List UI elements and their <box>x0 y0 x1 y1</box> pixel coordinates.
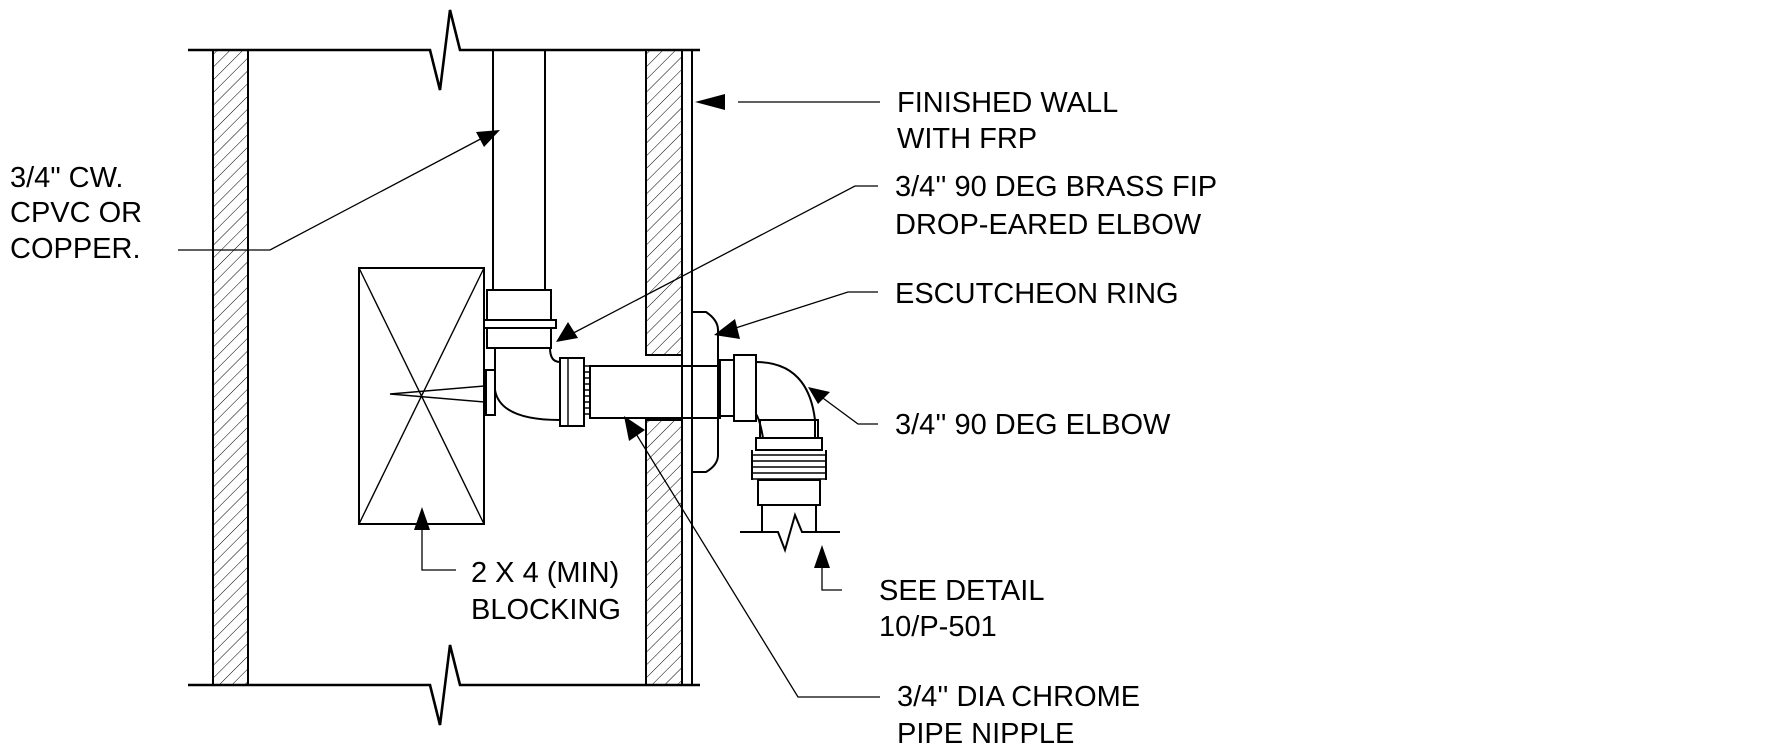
label-elbow: 3/4'' 90 DEG ELBOW <box>895 409 1171 441</box>
label-nipple: 3/4'' DIA CHROME PIPE NIPPLE <box>897 681 1148 750</box>
label-finished-wall: FINISHED WALL WITH FRP <box>897 87 1125 155</box>
brass-elbow <box>483 289 585 427</box>
label-see-detail: SEE DETAIL 10/P-501 <box>879 575 1051 643</box>
blocking <box>358 267 485 525</box>
bottom-break-line <box>188 644 700 726</box>
leader-nipple <box>624 416 880 698</box>
label-supply: 3/4" CW. CPVC OR COPPER. <box>10 162 150 265</box>
supply-pipe <box>492 50 546 290</box>
pipe-nipple <box>584 365 721 419</box>
escutcheon-ring <box>692 311 719 473</box>
right-stud <box>645 49 683 686</box>
leader-blocking <box>414 507 456 571</box>
leader-elbow <box>808 387 878 425</box>
flex-connector <box>740 450 840 554</box>
leader-finished-wall <box>695 94 880 110</box>
label-blocking: 2 X 4 (MIN) BLOCKING <box>471 557 627 626</box>
chrome-elbow <box>719 354 823 451</box>
finished-wall <box>681 50 693 685</box>
leader-escutcheon <box>714 291 878 339</box>
top-break-line <box>188 9 700 91</box>
label-escutcheon: ESCUTCHEON RING <box>895 278 1179 310</box>
leader-brass-elbow <box>556 185 878 342</box>
label-brass-elbow: 3/4'' 90 DEG BRASS FIP DROP-EARED ELBOW <box>895 171 1225 241</box>
left-stud <box>212 49 249 686</box>
leader-see-detail <box>814 545 842 591</box>
leader-supply <box>178 130 500 251</box>
